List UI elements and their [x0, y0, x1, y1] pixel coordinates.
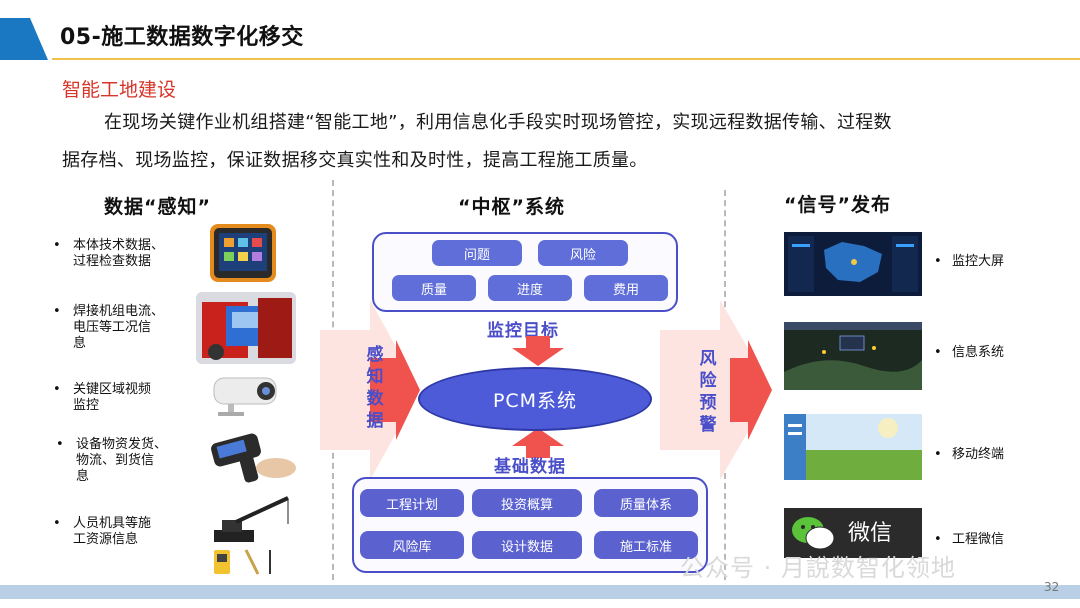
- center-section-title: “中枢”系统: [458, 196, 565, 218]
- header-accent-tab: [0, 18, 48, 60]
- page-number: 32: [1044, 580, 1060, 594]
- base-data-label: 基础数据: [494, 457, 566, 477]
- rugged-tablet-icon: [210, 224, 276, 282]
- chip-risk: 风险: [538, 240, 628, 266]
- chip-design-data: 设计数据: [472, 531, 582, 559]
- chip-problem: 问题: [432, 240, 522, 266]
- sensing-item-1: • 本体技术数据、 过程检查数据: [53, 238, 165, 269]
- right-section-title: “信号”发布: [784, 194, 891, 216]
- sensing-item-2: • 焊接机组电流、 电压等工况信 息: [53, 304, 165, 351]
- chip-cost: 费用: [584, 275, 668, 301]
- pcm-system-node: PCM系统: [418, 367, 652, 431]
- sensing-arrow-icon: [320, 300, 420, 480]
- down-arrow-icon: [512, 336, 564, 366]
- warning-arrow-icon: [660, 300, 772, 480]
- chip-quality-system: 质量体系: [594, 489, 698, 517]
- sensing-item-4: • 设备物资发货、 物流、到货信 息: [56, 437, 168, 484]
- publish-item-1: • 监控大屏: [934, 254, 1005, 269]
- security-camera-icon: [213, 377, 277, 416]
- chip-risk-library: 风险库: [360, 531, 464, 559]
- information-system-screen-icon: [784, 322, 922, 390]
- footer-bar: [0, 585, 1080, 599]
- welding-machine-icon: [196, 292, 296, 364]
- sensing-item-5: • 人员机具等施 工资源信息: [53, 516, 152, 547]
- chip-progress: 进度: [488, 275, 572, 301]
- chip-quality: 质量: [392, 275, 476, 301]
- sensing-item-3: • 关键区域视频 监控: [53, 382, 152, 413]
- page-title: 05-施工数据数字化移交: [60, 25, 304, 50]
- intro-paragraph-line-2: 据存档、现场监控，保证数据移交真实性和及时性，提高工程施工质量。: [62, 150, 648, 171]
- publish-item-4: • 工程微信: [934, 532, 1005, 547]
- publish-item-2: • 信息系统: [934, 345, 1005, 360]
- mobile-terminal-icon: [784, 414, 922, 480]
- intro-paragraph-line-1: 在现场关键作业机组搭建“智能工地”，利用信息化手段实时现场管控，实现远程数据传输…: [104, 112, 892, 133]
- dashboard-screen-icon: [784, 232, 922, 296]
- section-subtitle: 智能工地建设: [62, 79, 177, 101]
- up-arrow-icon: [512, 428, 564, 458]
- wechat-logo-text: 微信: [848, 521, 892, 546]
- header-divider: [52, 58, 1080, 60]
- publish-item-3: • 移动终端: [934, 447, 1005, 462]
- crane-icon: [214, 496, 289, 575]
- left-section-title: 数据“感知”: [104, 196, 211, 218]
- chip-construction-standard: 施工标准: [594, 531, 698, 559]
- handheld-scanner-icon: [202, 428, 298, 486]
- sensing-data-vertical-label: 感知数据: [366, 345, 384, 431]
- watermark: 公众号 · 月說数智化领地: [680, 554, 956, 582]
- risk-warning-vertical-label: 风险预警: [699, 349, 717, 435]
- chip-investment-estimate: 投资概算: [472, 489, 582, 517]
- chip-project-plan: 工程计划: [360, 489, 464, 517]
- wechat-icon: 微信: [784, 508, 922, 558]
